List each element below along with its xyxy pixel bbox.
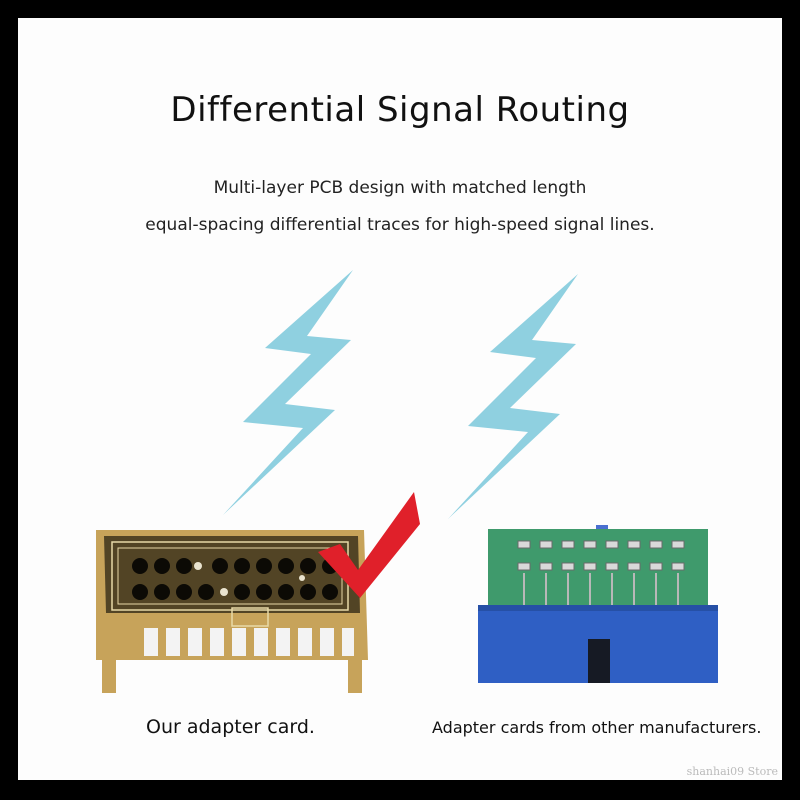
lightning-bolt-icon	[223, 270, 353, 515]
subtitle-line-2: equal-spacing differential traces for hi…	[145, 215, 655, 235]
lightning-bolt-icon	[448, 274, 578, 519]
other-adapter-card-image	[458, 525, 718, 683]
caption-our-card: Our adapter card.	[146, 716, 315, 738]
subtitle-line-1: Multi-layer PCB design with matched leng…	[213, 178, 587, 198]
watermark: shanhai09 Store	[686, 765, 778, 778]
checkmark-icon	[318, 492, 420, 598]
our-adapter-card-image	[96, 492, 420, 693]
page-title: Differential Signal Routing	[170, 90, 630, 130]
product-infographic: Differential Signal Routing Multi-layer …	[18, 18, 782, 780]
caption-other-cards: Adapter cards from other manufacturers.	[432, 718, 762, 737]
